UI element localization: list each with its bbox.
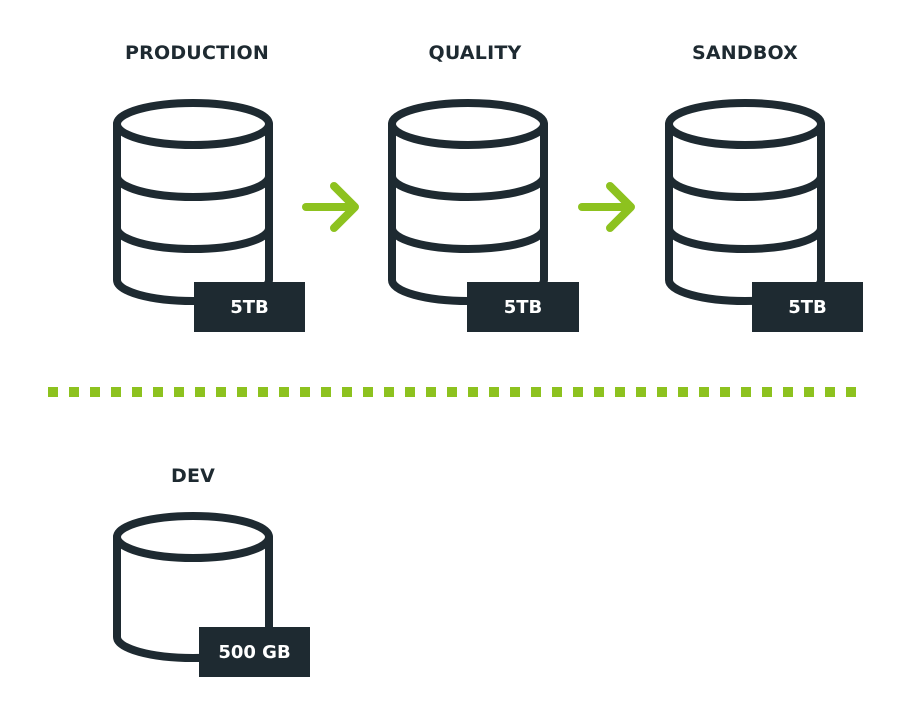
env-label-quality: QUALITY [428,42,522,64]
size-badge-production: 5TB [194,282,305,332]
size-badge-quality: 5TB [467,282,579,332]
env-label-dev: DEV [170,465,216,487]
env-label-production: PRODUCTION [125,42,269,64]
database-icon-quality [388,99,548,305]
env-label-sandbox: SANDBOX [691,42,799,64]
arrow-right-icon [578,182,635,232]
database-icon-sandbox [665,99,825,305]
arrow-right-icon [302,182,359,232]
size-badge-dev: 500 GB [199,627,310,677]
database-icon-production [113,99,273,305]
size-badge-sandbox: 5TB [752,282,863,332]
